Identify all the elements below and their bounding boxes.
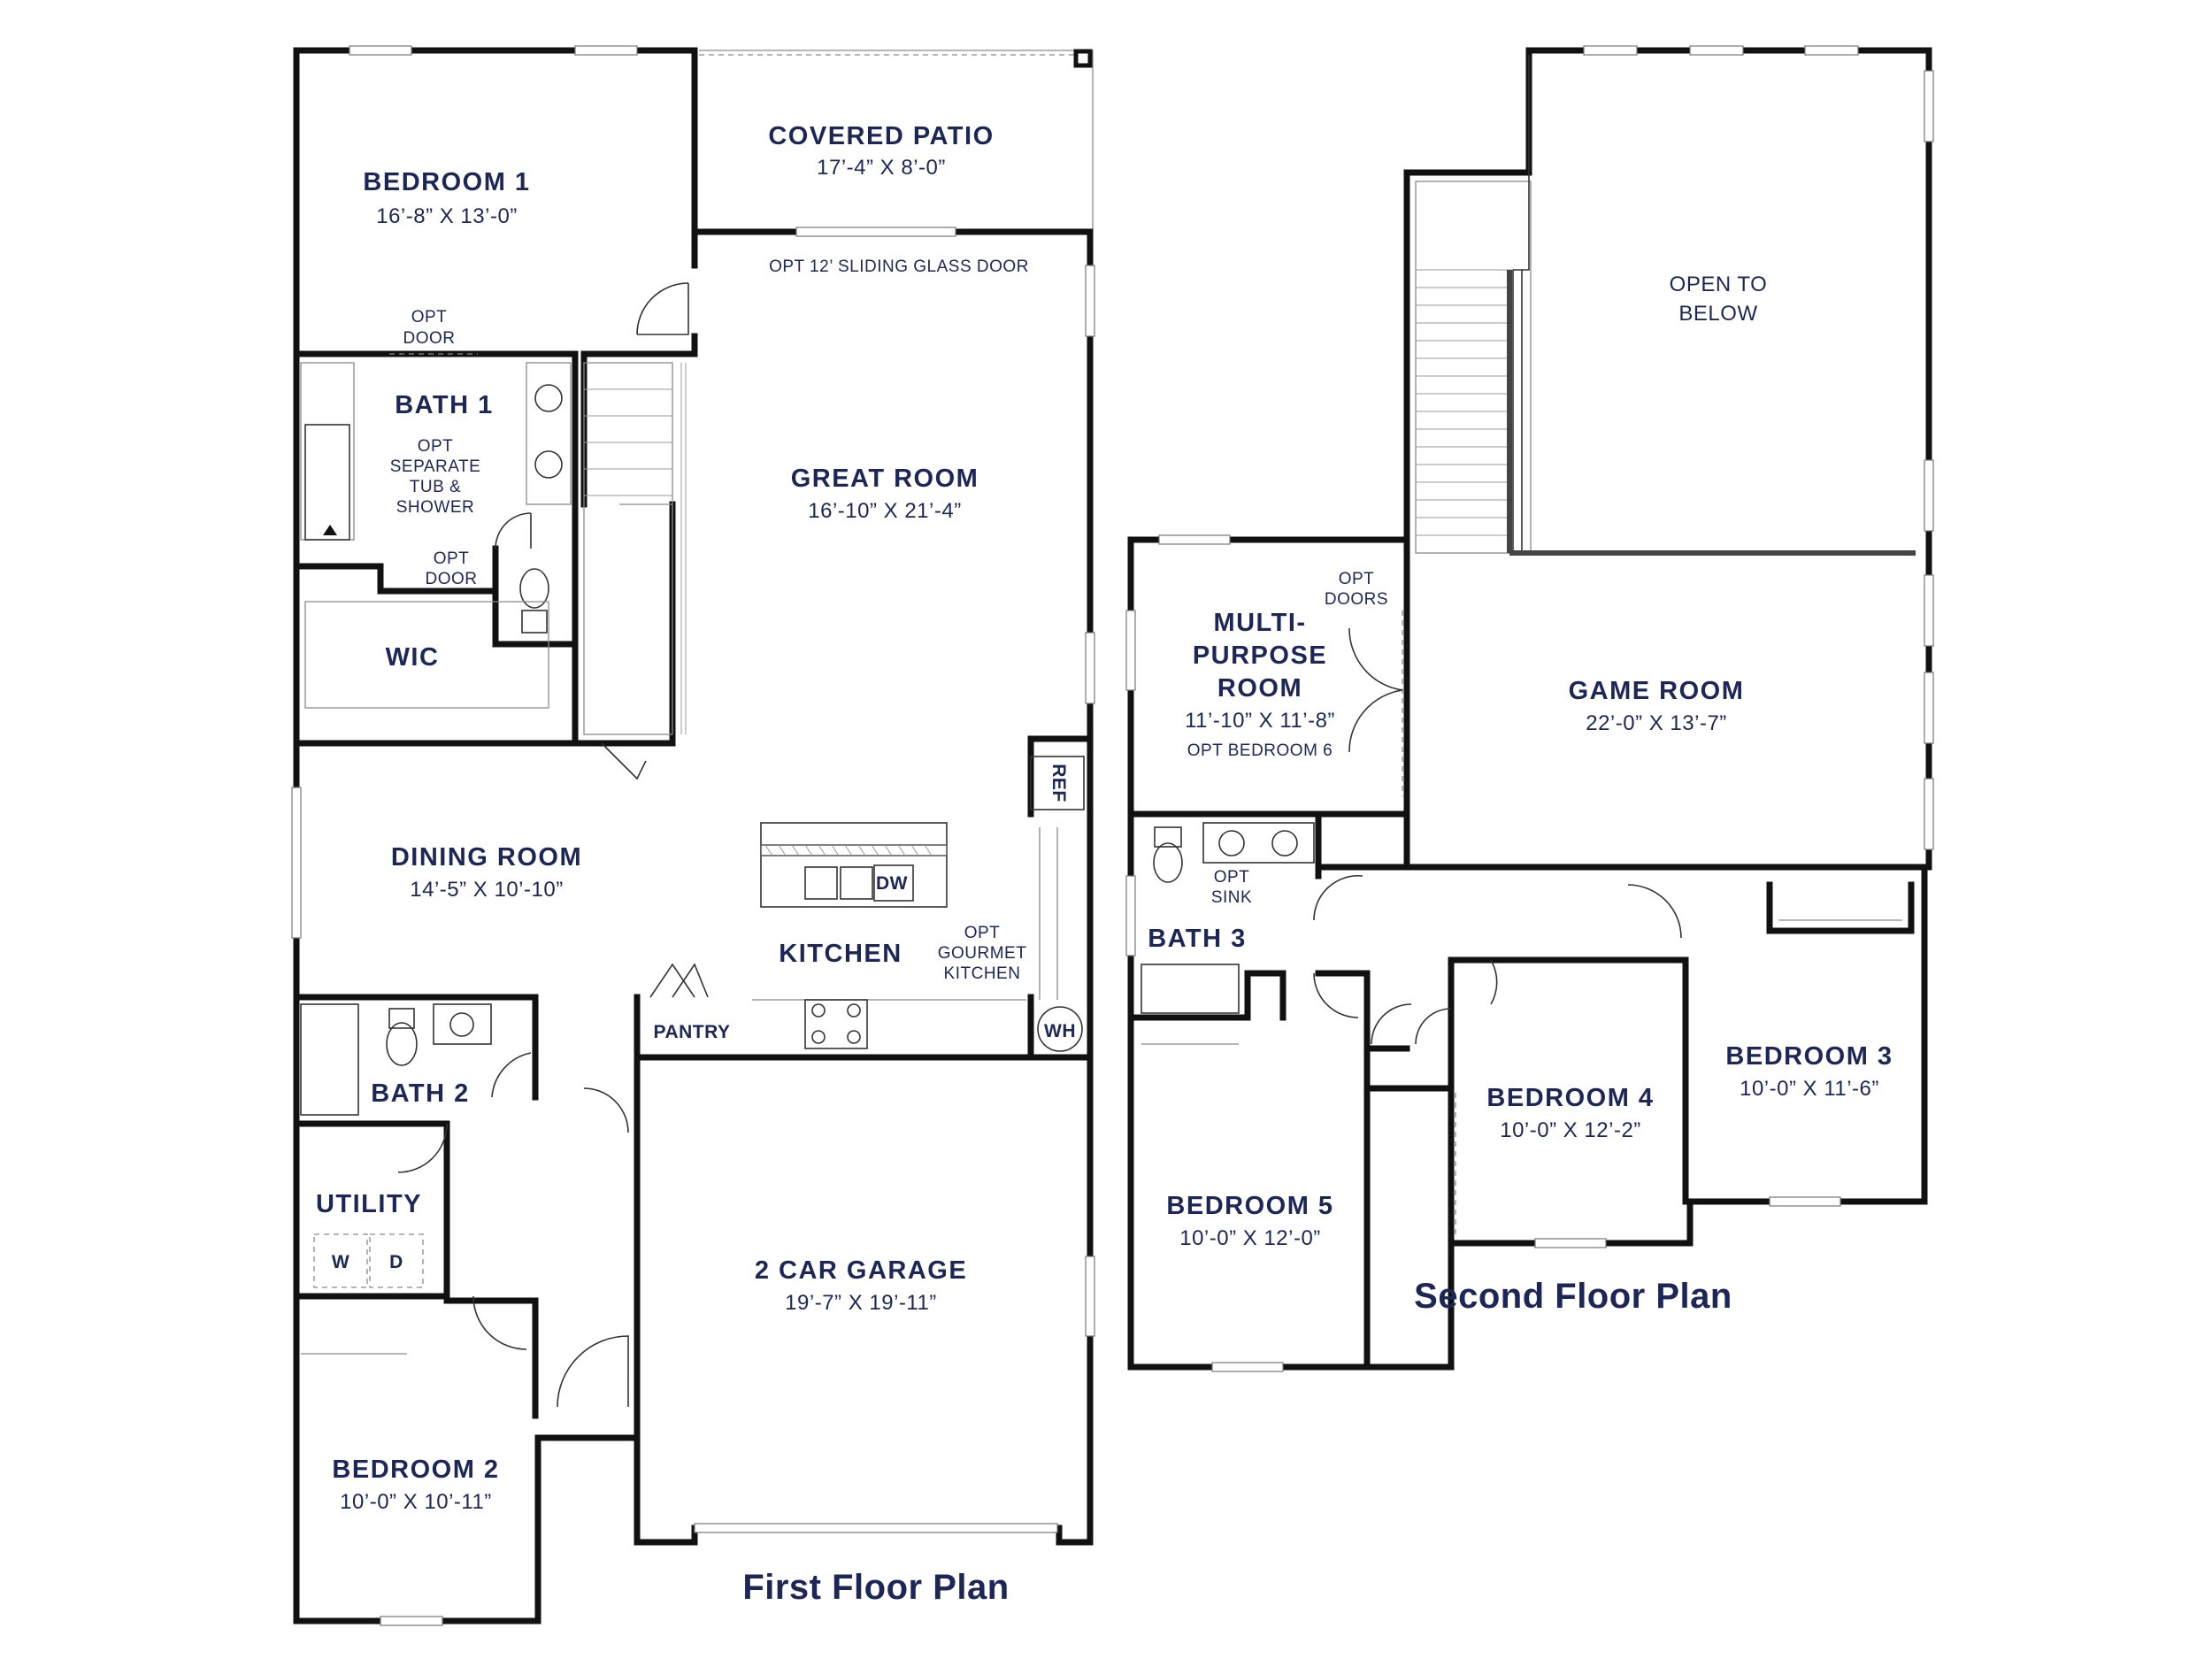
two-car-garage: 2 CAR GARAGE 19’-7” X 19’-11”: [755, 1256, 967, 1315]
second-floor-title: Second Floor Plan: [1414, 1277, 1732, 1316]
multipurpose-line3: ROOM: [1217, 674, 1302, 703]
kitchen-name: KITCHEN: [779, 940, 902, 968]
stairs-first-floor: [583, 362, 687, 735]
great-room: GREAT ROOM 16’-10” X 21’-4”: [791, 465, 979, 523]
dining-room-size: 14’-5” X 10’-10”: [410, 878, 563, 902]
bedroom-2: BEDROOM 2 10’-0” X 10’-11”: [332, 1455, 499, 1514]
opt-doors-line1: OPT: [1339, 570, 1375, 588]
gourmet-line3: KITCHEN: [944, 964, 1021, 983]
bedroom-4: BEDROOM 4 10’-0” X 12’-2”: [1486, 1084, 1654, 1142]
bedroom-2-name: BEDROOM 2: [332, 1455, 499, 1484]
utility-name: UTILITY: [316, 1190, 422, 1218]
bedroom-3-name: BEDROOM 3: [1725, 1042, 1893, 1071]
bath-3-name: BATH 3: [1148, 925, 1247, 953]
first-floor-plan: BEDROOM 1 16’-8” X 13’-0” COVERED PATIO …: [291, 45, 1095, 1626]
multipurpose-line1: MULTI-: [1213, 609, 1306, 637]
tub-note-line1: OPT: [418, 437, 454, 456]
dryer-label: D: [389, 1252, 403, 1272]
garage-size: 19’-7” X 19’-11”: [785, 1291, 937, 1315]
bedroom-5-size: 10’-0” X 12’-0”: [1179, 1226, 1321, 1250]
bedroom-5: BEDROOM 5 10’-0” X 12’-0”: [1166, 1192, 1333, 1250]
opt-sink-line1: OPT: [1214, 868, 1250, 887]
opt-tub-shower-note: OPT SEPARATE TUB & SHOWER: [390, 437, 481, 517]
open-below-line1: OPEN TO: [1670, 273, 1768, 296]
dining-room-name: DINING ROOM: [391, 843, 582, 872]
bedroom-1: BEDROOM 1 16’-8” X 13’-0”: [363, 168, 530, 228]
opt-gourmet-note: OPT GOURMET KITCHEN: [938, 924, 1027, 983]
bath-1-name: BATH 1: [395, 391, 494, 419]
bedroom-3: BEDROOM 3 10’-0” X 11’-6”: [1725, 1042, 1893, 1101]
second-floor-plan: OPEN TO BELOW OPT DOORS MULTI- PURPOSE R…: [1125, 45, 1934, 1372]
covered-patio-name: COVERED PATIO: [768, 122, 994, 150]
bedroom-2-size: 10’-0” X 10’-11”: [340, 1490, 492, 1514]
game-room-name: GAME ROOM: [1569, 677, 1745, 705]
opt-door-1-line1: OPT: [411, 308, 448, 326]
wic-name: WIC: [386, 643, 440, 672]
washer-label: W: [332, 1252, 349, 1272]
great-room-size: 16’-10” X 21’-4”: [808, 499, 961, 523]
multipurpose-size: 11’-10” X 11’-8”: [1185, 709, 1335, 733]
multipurpose-room: MULTI- PURPOSE ROOM 11’-10” X 11’-8” OPT…: [1185, 609, 1335, 760]
game-room-size: 22’-0” X 13’-7”: [1586, 711, 1727, 735]
dining-room: DINING ROOM 14’-5” X 10’-10”: [391, 843, 582, 902]
stairs-second-floor: [1415, 180, 1532, 554]
bedroom-1-name: BEDROOM 1: [363, 168, 530, 196]
open-below-line2: BELOW: [1678, 302, 1757, 326]
opt-sink-line2: SINK: [1211, 888, 1252, 907]
dishwasher-label: DW: [876, 873, 908, 894]
opt-doors-note: OPT DOORS: [1325, 570, 1388, 609]
game-room: GAME ROOM 22’-0” X 13’-7”: [1569, 677, 1745, 735]
garage-name: 2 CAR GARAGE: [755, 1256, 967, 1285]
tub-note-line4: SHOWER: [396, 498, 475, 517]
gourmet-line2: GOURMET: [938, 944, 1027, 963]
open-to-below: OPEN TO BELOW: [1670, 273, 1768, 326]
opt-door-2-line1: OPT: [434, 549, 470, 568]
pantry-label: PANTRY: [654, 1022, 731, 1042]
opt-sliding-door-note: OPT 12’ SLIDING GLASS DOOR: [769, 257, 1029, 276]
bedroom-5-name: BEDROOM 5: [1166, 1192, 1333, 1220]
bath-2-name: BATH 2: [371, 1079, 470, 1108]
opt-bedroom-6-note: OPT BEDROOM 6: [1187, 741, 1333, 760]
multipurpose-line2: PURPOSE: [1193, 641, 1327, 670]
bedroom-1-size: 16’-8” X 13’-0”: [376, 204, 518, 228]
tub-note-line3: TUB &: [410, 478, 461, 496]
covered-patio: COVERED PATIO 17’-4” X 8’-0”: [768, 122, 994, 180]
opt-door-2-line2: DOOR: [426, 570, 478, 588]
opt-door-2-note: OPT DOOR: [426, 549, 478, 588]
bedroom-3-size: 10’-0” X 11’-6”: [1740, 1077, 1879, 1101]
water-heater-label: WH: [1044, 1021, 1076, 1041]
bedroom-4-size: 10’-0” X 12’-2”: [1500, 1118, 1641, 1142]
bedroom-4-name: BEDROOM 4: [1486, 1084, 1654, 1112]
refrigerator-label: REF: [1048, 764, 1069, 803]
opt-doors-line2: DOORS: [1325, 590, 1388, 609]
opt-door-1-note: OPT DOOR: [403, 308, 456, 348]
great-room-name: GREAT ROOM: [791, 465, 979, 493]
covered-patio-size: 17’-4” X 8’-0”: [817, 156, 946, 180]
tub-note-line2: SEPARATE: [390, 457, 481, 476]
gourmet-line1: OPT: [964, 924, 1001, 942]
first-floor-title: First Floor Plan: [742, 1568, 1009, 1607]
opt-sink-note: OPT SINK: [1211, 868, 1252, 907]
opt-door-1-line2: DOOR: [403, 329, 456, 348]
